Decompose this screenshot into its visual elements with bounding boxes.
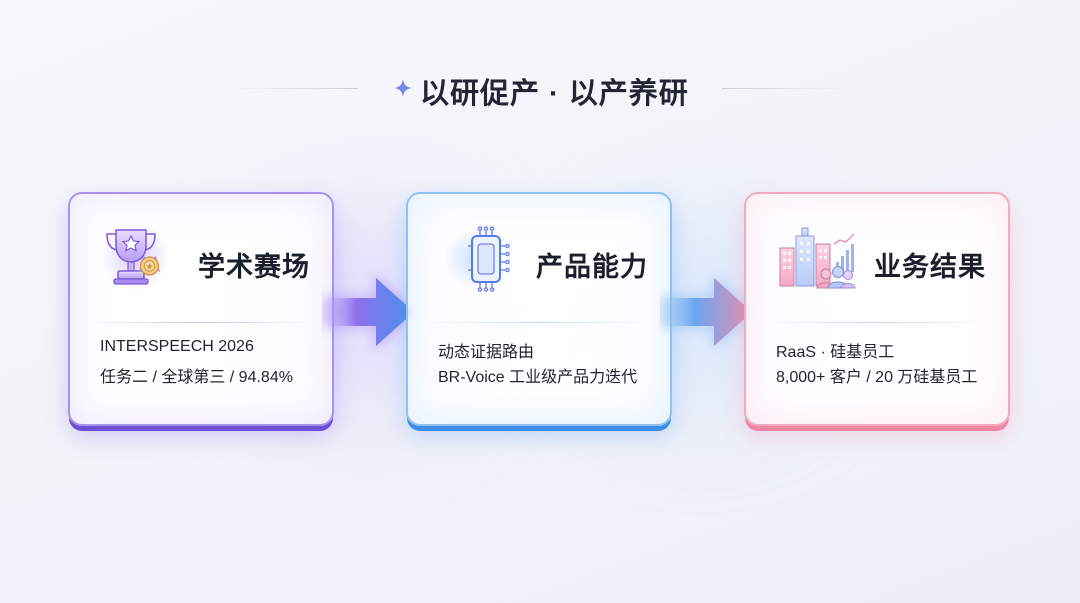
flow-arrow-icon [322, 274, 418, 350]
card-divider [436, 322, 642, 323]
voice-chip-icon [432, 226, 510, 292]
card-title: 学术赛场 [198, 252, 310, 282]
card-detail-line-2: 8,000+ 客户 / 20 万硅基员工 [776, 369, 978, 386]
card-detail-line-1: INTERSPEECH 2026 [100, 338, 254, 355]
card-divider [774, 322, 980, 323]
header-divider-right [722, 88, 852, 89]
card-detail-line-1: RaaS · 硅基员工 [776, 344, 895, 361]
card-product: 产品能力 动态证据路由 BR-Voice 工业级产品力迭代 [406, 192, 672, 426]
card-title: 业务结果 [874, 252, 986, 282]
card-detail-line-1: 动态证据路由 [438, 344, 535, 361]
flow-arrow-icon [660, 274, 756, 350]
trophy-icon [101, 222, 169, 290]
header-divider-left [228, 88, 358, 89]
header: 以研促产 · 以产养研 [0, 62, 1080, 114]
card-divider [98, 322, 304, 323]
buildings-people-icon [779, 227, 856, 289]
page-title: 以研促产 · 以产养研 [420, 78, 689, 110]
card-detail-line-2: 任务二 / 全球第三 / 94.84% [100, 369, 293, 386]
card-title: 产品能力 [536, 252, 648, 282]
card-detail-line-2: BR-Voice 工业级产品力迭代 [438, 369, 638, 386]
card-academic: 学术赛场 INTERSPEECH 2026 任务二 / 全球第三 / 94.84… [68, 192, 334, 426]
card-business: 业务结果 RaaS · 硅基员工 8,000+ 客户 / 20 万硅基员工 [744, 192, 1010, 426]
sparkle-icon [394, 79, 412, 97]
